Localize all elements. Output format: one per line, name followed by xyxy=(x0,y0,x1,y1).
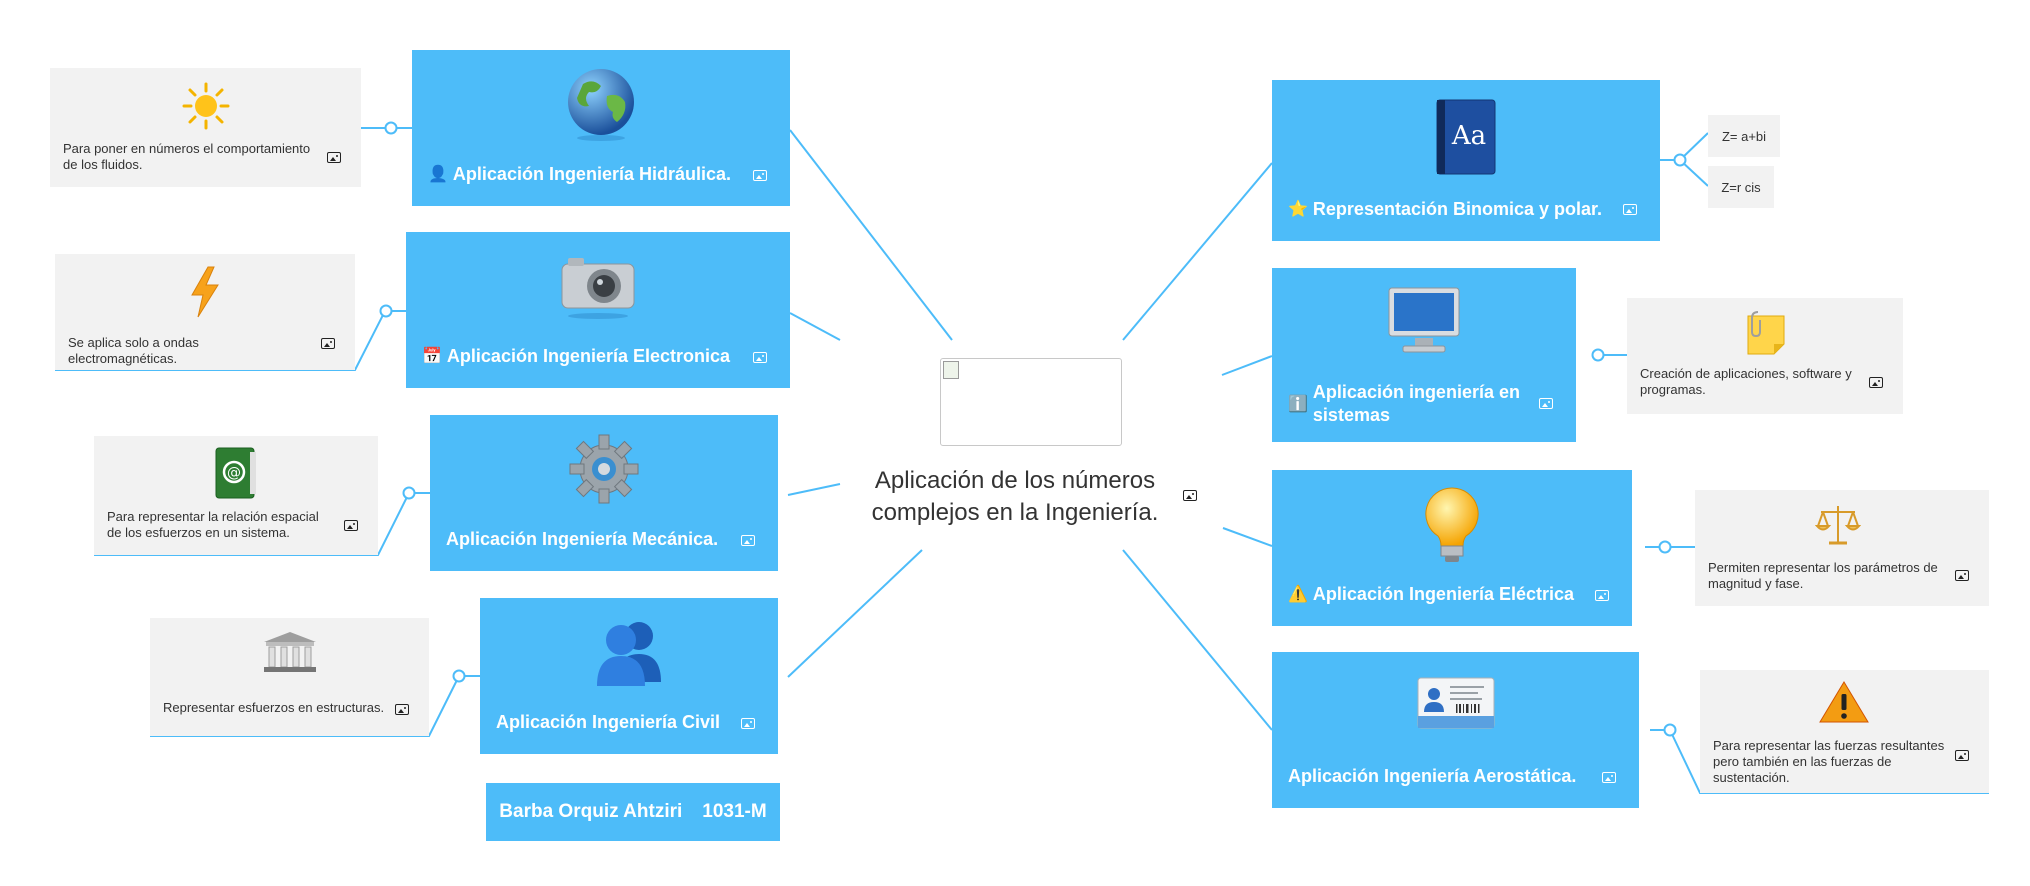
topic-label: Aplicación Ingeniería Civil xyxy=(496,711,721,732)
note-text: Se aplica solo a ondas electromagnéticas… xyxy=(68,335,199,366)
sticky-note-icon xyxy=(1747,311,1785,355)
central-topic[interactable]: Aplicación de los números complejos en l… xyxy=(855,465,1175,529)
topic-sistemas[interactable]: ℹ️Aplicación ingeniería en sistemas xyxy=(1272,268,1576,442)
subtopic-label: Z=r cis xyxy=(1721,179,1761,195)
topic-mecanica[interactable]: Aplicación Ingeniería Mecánica. xyxy=(430,415,778,571)
note-text: Creación de aplicaciones, software y pro… xyxy=(1640,366,1852,397)
image-icon[interactable] xyxy=(753,352,767,363)
image-icon[interactable] xyxy=(395,704,409,715)
note-sistemas[interactable]: Creación de aplicaciones, software y pro… xyxy=(1627,298,1903,414)
central-image-icon[interactable] xyxy=(1183,490,1197,501)
dictionary-icon: Aa xyxy=(1436,99,1496,175)
author-node[interactable]: Barba Orquiz Ahtziri 1031-M xyxy=(486,783,780,841)
bank-icon xyxy=(264,632,316,672)
central-title-line-1: Aplicación de los números xyxy=(874,467,1156,494)
topic-label: Aplicación Ingeniería Aerostática. xyxy=(1288,765,1577,786)
image-icon[interactable] xyxy=(321,338,335,349)
lightbulb-icon xyxy=(1425,487,1479,562)
info-icon: ℹ️ xyxy=(1288,395,1308,413)
image-icon[interactable] xyxy=(344,520,358,531)
users-icon xyxy=(597,622,661,686)
note-electrica[interactable]: Permiten representar los parámetros de m… xyxy=(1695,490,1989,606)
topic-label: Aplicación Ingeniería Electronica xyxy=(446,345,731,366)
note-text: Para poner en números el comportamiento … xyxy=(63,141,311,172)
alert-triangle-icon xyxy=(1819,681,1869,723)
image-icon[interactable] xyxy=(1595,590,1609,601)
topic-label: Aplicación Ingeniería Hidráulica. xyxy=(452,163,731,184)
image-icon[interactable] xyxy=(741,535,755,546)
warning-icon: ⚠️ xyxy=(1288,585,1308,603)
sun-icon xyxy=(182,82,230,130)
image-icon[interactable] xyxy=(1955,750,1969,761)
author-group: 1031-M xyxy=(702,801,767,822)
subtopic-binomica[interactable]: Z= a+bi xyxy=(1708,115,1780,157)
image-icon[interactable] xyxy=(1539,398,1553,409)
star-icon: ⭐ xyxy=(1288,200,1308,218)
svg-text:Aa: Aa xyxy=(1451,121,1486,151)
calendar-icon: 📅 xyxy=(422,347,442,365)
topic-label: Aplicación Ingeniería Eléctrica xyxy=(1312,583,1575,604)
note-hidraulica[interactable]: Para poner en números el comportamiento … xyxy=(50,68,361,187)
camera-icon xyxy=(561,258,635,319)
image-icon[interactable] xyxy=(1869,377,1883,388)
note-aerostatica[interactable]: Para representar las fuerzas resultantes… xyxy=(1700,670,1989,793)
topic-representacion[interactable]: Aa ⭐Representación Binomica y polar. xyxy=(1272,80,1660,241)
globe-icon xyxy=(568,69,634,141)
topic-electronica[interactable]: 📅Aplicación Ingeniería Electronica xyxy=(406,232,790,388)
image-icon[interactable] xyxy=(753,170,767,181)
topic-label: Aplicación ingeniería en sistemas xyxy=(1312,382,1520,425)
note-electronica[interactable]: Se aplica solo a ondas electromagnéticas… xyxy=(55,254,355,370)
central-title-line-2: complejos en la Ingeniería. xyxy=(871,499,1159,526)
image-icon[interactable] xyxy=(1602,772,1616,783)
topic-hidraulica[interactable]: 👤Aplicación Ingeniería Hidráulica. xyxy=(412,50,790,206)
subtopic-label: Z= a+bi xyxy=(1721,128,1767,144)
note-text: Representar esfuerzos en estructuras. xyxy=(163,700,385,715)
image-icon[interactable] xyxy=(1623,204,1637,215)
image-icon[interactable] xyxy=(1955,570,1969,581)
note-mecanica[interactable]: @ Para representar la relación espacial … xyxy=(94,436,378,555)
note-text: Para representar la relación espacial de… xyxy=(107,509,319,540)
note-civil[interactable]: Representar esfuerzos en estructuras. xyxy=(150,618,429,736)
topic-civil[interactable]: Aplicación Ingeniería Civil xyxy=(480,598,778,754)
topic-aerostatica[interactable]: Aplicación Ingeniería Aerostática. xyxy=(1272,652,1639,808)
lightning-icon xyxy=(191,266,219,318)
topic-electrica[interactable]: ⚠️Aplicación Ingeniería Eléctrica xyxy=(1272,470,1632,626)
note-text: Para representar las fuerzas resultantes… xyxy=(1713,738,1945,785)
address-book-icon: @ xyxy=(215,447,256,499)
gear-icon xyxy=(569,434,639,504)
user-icon: 👤 xyxy=(428,165,448,183)
subtopic-polar[interactable]: Z=r cis xyxy=(1708,166,1774,208)
topic-label: Representación Binomica y polar. xyxy=(1312,198,1603,219)
author-name: Barba Orquiz Ahtziri xyxy=(499,801,683,822)
note-text: Permiten representar los parámetros de m… xyxy=(1708,560,1938,591)
id-card-icon xyxy=(1417,677,1494,729)
scales-icon xyxy=(1815,506,1861,545)
image-icon[interactable] xyxy=(327,152,341,163)
monitor-icon xyxy=(1388,287,1460,353)
image-icon[interactable] xyxy=(741,718,755,729)
svg-text:@: @ xyxy=(227,465,241,481)
topic-label: Aplicación Ingeniería Mecánica. xyxy=(446,528,719,549)
central-image xyxy=(940,358,1122,446)
